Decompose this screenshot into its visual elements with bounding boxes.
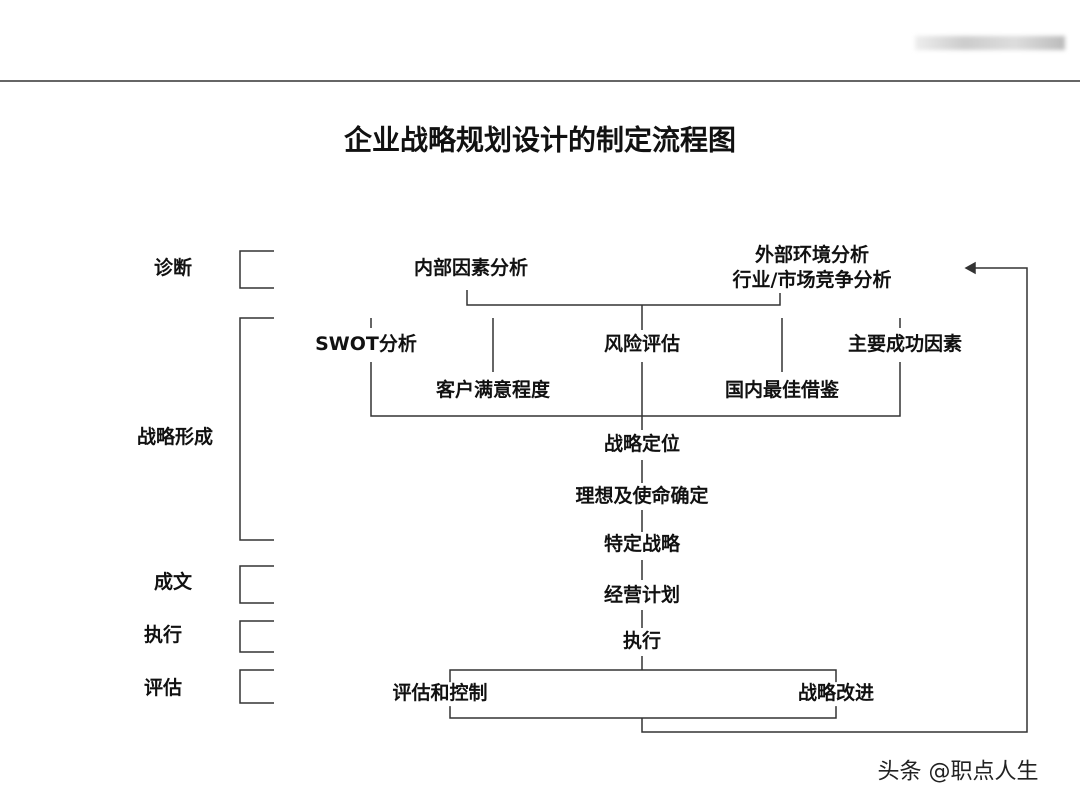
stage-documentation: 成文	[153, 571, 193, 594]
bracket-evaluation	[239, 669, 274, 704]
bracket-diagnosis	[239, 250, 274, 289]
node-external-1: 外部环境分析	[754, 244, 870, 267]
watermark: 头条 @职点人生	[877, 759, 1039, 785]
stage-diagnosis: 诊断	[153, 257, 193, 280]
bracket-formation	[239, 317, 274, 541]
stage-execution: 执行	[143, 624, 183, 647]
blurred-logo	[915, 36, 1065, 50]
node-execute: 执行	[622, 630, 662, 653]
node-ksf: 主要成功因素	[847, 333, 963, 356]
page-title: 企业战略规划设计的制定流程图	[343, 123, 737, 157]
node-plan: 经营计划	[603, 584, 681, 607]
diagnosis-connector	[466, 290, 781, 330]
bracket-documentation	[239, 565, 274, 604]
stage-formation: 战略形成	[136, 426, 214, 449]
stage-evaluation: 评估	[143, 677, 183, 700]
node-external-2: 行业/市场竞争分析	[732, 269, 892, 292]
analysis-ticks	[370, 318, 901, 372]
node-customer: 客户满意程度	[435, 379, 551, 402]
feedback-loop	[641, 267, 1028, 733]
node-swot: SWOT分析	[315, 333, 417, 356]
node-specific: 特定战略	[603, 533, 681, 556]
node-vision: 理想及使命确定	[575, 485, 709, 508]
node-improve: 战略改进	[793, 682, 879, 706]
arrow-head-icon	[964, 261, 976, 275]
bracket-execution	[239, 620, 274, 653]
node-control: 评估和控制	[388, 682, 492, 706]
evaluation-box	[449, 669, 837, 719]
node-positioning: 战略定位	[603, 433, 681, 456]
node-benchmark: 国内最佳借鉴	[724, 379, 840, 402]
node-internal: 内部因素分析	[413, 257, 529, 280]
node-risk: 风险评估	[603, 333, 681, 356]
analysis-merge	[370, 362, 901, 430]
